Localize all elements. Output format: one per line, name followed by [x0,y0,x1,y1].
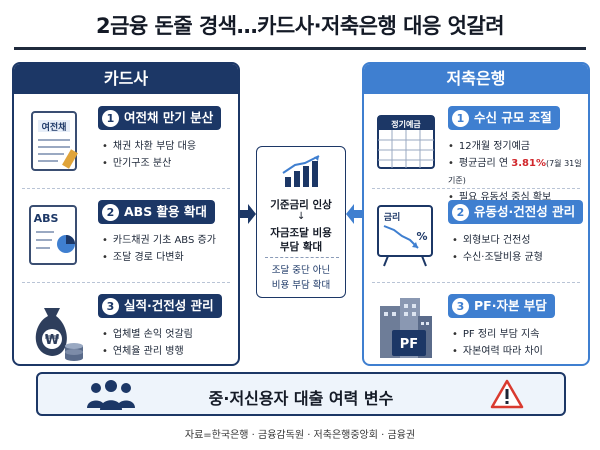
bullet-item: 외형보다 건전성 [452,232,543,249]
step-number: 1 [452,109,469,127]
rate-icon-label: 금리 [384,211,401,223]
title-underline [14,47,586,50]
right-section-3-bullets: PF 정리 부담 지속 자본여력 따라 차이 [452,326,543,360]
bullet-item: 만기구조 분산 [102,155,196,172]
step-number: 1 [102,109,119,127]
money-bag-coins-icon: ₩ [35,308,83,361]
bottom-summary-text: 중·저신용자 대출 여력 변수 [208,389,394,408]
bottom-summary-box: 중·저신용자 대출 여력 변수 [36,372,566,416]
deposit-rate-value: 3.81% [511,158,546,169]
abs-document-chart-icon: ABS [29,205,77,265]
section-divider [372,188,580,189]
section-divider [22,188,230,189]
rising-bar-chart-icon [282,155,320,187]
right-section-3: PF 3 PF·자본 부담 PF 정리 부담 지속 자본여력 따라 차이 [364,284,588,364]
bullet-item: 연체율 관리 병행 [102,343,193,360]
source-note: 자료=한국은행 · 금융감독원 · 저축은행중앙회 · 금융권 [184,430,416,441]
right-section-2: 금리 % 2 유동성·건전성 관리 외형보다 건전성 수신·조달비용 균형 [364,190,588,280]
page-title: 2금융 돈줄 경색…카드사·저축은행 대응 엇갈려 [95,14,505,38]
section-title: 여전채 만기 분산 [124,110,214,125]
left-section-2-label: 2 ABS 활용 확대 [98,200,215,224]
rate-prefix: 평균금리 연 [458,158,512,169]
left-section-1: 여전채 1 여전채 만기 분산 채권 차환 부담 대응 만기구조 분산 [14,96,238,186]
section-divider [22,282,230,283]
bullet-item: 카드채권 기초 ABS 증가 [102,232,216,249]
warning-triangle-icon [490,379,524,409]
center-divider [265,257,339,258]
rate-date-note: (7월 31일 기준) [448,159,582,185]
pf-icon-label: PF [400,337,418,352]
right-section-2-bullets: 외형보다 건전성 수신·조달비용 균형 [452,232,543,266]
left-section-2: ABS 2 ABS 활용 확대 카드채권 기초 ABS 증가 조달 경로 다변화 [14,190,238,280]
bullet-item: 자본여력 따라 차이 [452,343,543,360]
left-section-1-label: 1 여전채 만기 분산 [98,106,222,130]
pf-buildings-icon: PF [380,298,432,358]
left-arrow-connector-icon [240,204,256,224]
bullet-item-rate: 평균금리 연 3.81%(7월 31일 기준) [448,155,588,189]
step-number: 3 [102,297,119,315]
right-section-3-label: 3 PF·자본 부담 [448,294,555,318]
bond-icon-label: 여전채 [42,121,67,133]
abs-icon-label: ABS [34,212,59,225]
right-section-1-bullets: 12개월 정기예금 평균금리 연 3.81%(7월 31일 기준) 필요 유동성… [448,138,588,206]
section-title: 실적·건전성 관리 [124,298,214,313]
section-title: ABS 활용 확대 [124,204,207,219]
section-title: 수신 규모 조절 [474,110,552,125]
bullet-item: 12개월 정기예금 [448,138,588,155]
rate-hike-text: 기준금리 인상 [270,199,332,211]
section-title: 유동성·건전성 관리 [474,204,576,219]
burden-increase-text: 부담 확대 [279,241,323,253]
bond-document-icon: 여전채 [31,111,78,171]
card-company-header: 카드사 [14,64,238,94]
section-divider [372,282,580,283]
deposit-icon-label: 정기예금 [391,119,421,129]
right-section-1-label: 1 수신 규모 조절 [448,106,560,130]
step-number: 3 [452,297,469,315]
step-number: 2 [452,203,469,221]
savings-bank-header: 저축은행 [364,64,588,94]
bullet-item: 수신·조달비용 균형 [452,249,543,266]
won-symbol: ₩ [45,333,60,348]
center-rate-box: 기준금리 인상 ↓ 자금조달 비용 부담 확대 조달 중단 아닌 비용 부담 확… [256,146,346,298]
card-company-panel: 카드사 여전채 1 여전채 만기 분산 채권 차환 부담 대응 만기구조 분산 … [12,62,240,366]
left-section-2-bullets: 카드채권 기초 ABS 증가 조달 경로 다변화 [102,232,216,266]
right-section-1: 정기예금 1 수신 규모 조절 12개월 정기예금 평균금리 연 3.81%(7… [364,96,588,203]
step-number: 2 [102,203,119,221]
funding-cost-text: 자금조달 비용 [270,227,332,239]
bullet-item: 조달 경로 다변화 [102,249,216,266]
bullet-item: PF 정리 부담 지속 [452,326,543,343]
section-title: PF·자본 부담 [474,298,547,313]
down-arrow-icon: ↓ [297,211,306,222]
left-section-3-bullets: 업체별 손익 엇갈림 연체율 관리 병행 [102,326,193,360]
left-section-3-label: 3 실적·건전성 관리 [98,294,222,318]
right-arrow-connector-icon [346,204,362,224]
bullet-item: 채권 차환 부담 대응 [102,138,196,155]
left-section-3: ₩ 3 실적·건전성 관리 업체별 손익 엇갈림 연체율 관리 병행 [14,284,238,364]
right-section-2-label: 2 유동성·건전성 관리 [448,200,584,224]
deposit-calendar-icon: 정기예금 [377,115,435,169]
left-section-1-bullets: 채권 차환 부담 대응 만기구조 분산 [102,138,196,172]
people-group-icon [87,380,135,410]
center-note-2: 비용 부담 확대 [271,280,331,291]
rate-decline-board-icon: 금리 % [377,205,433,267]
percent-mark: % [416,230,427,243]
bullet-item: 업체별 손익 엇갈림 [102,326,193,343]
savings-bank-panel: 저축은행 정기예금 1 수신 규모 조절 12개월 정기예금 평균금리 연 3.… [362,62,590,366]
bullet-item: 필요 유동성 중심 확보 [448,189,588,206]
center-note-1: 조달 중단 아닌 [271,265,331,276]
